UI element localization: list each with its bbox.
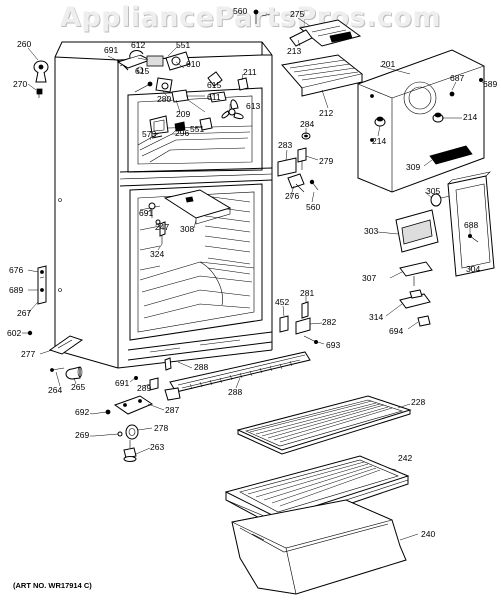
mid-components xyxy=(277,132,319,344)
callout-560: 560 xyxy=(306,202,321,212)
callout-610: 610 xyxy=(186,59,201,69)
left-hardware xyxy=(27,60,84,380)
callout-308: 308 xyxy=(180,224,195,234)
callout-615: 615 xyxy=(135,66,150,76)
callout-277: 277 xyxy=(21,349,36,359)
callout-260: 260 xyxy=(17,39,32,49)
art-number: (ART NO. WR17914 C) xyxy=(13,581,92,590)
callout-283: 283 xyxy=(278,140,293,150)
watermark: AppliancePartsPros.com xyxy=(59,2,442,33)
callout-288: 288 xyxy=(228,387,243,397)
callout-691: 691 xyxy=(115,378,130,388)
callout-573: 573 xyxy=(142,129,157,139)
bottom-hardware xyxy=(91,351,311,462)
callout-694: 694 xyxy=(389,326,404,336)
callout-228: 228 xyxy=(411,397,426,407)
callout-211: 211 xyxy=(243,67,257,77)
callout-267: 267 xyxy=(17,308,32,318)
callout-201: 201 xyxy=(381,59,396,69)
callout-279: 279 xyxy=(319,156,334,166)
callout-209: 209 xyxy=(176,109,191,119)
callout-247: 247 xyxy=(155,222,170,232)
callout-676: 676 xyxy=(9,265,24,275)
leader-lines xyxy=(22,13,486,541)
callout-611: 611 xyxy=(207,92,221,102)
callout-265: 265 xyxy=(71,382,86,392)
callout-289: 289 xyxy=(137,383,152,393)
callout-691: 691 xyxy=(104,45,119,55)
callout-602: 602 xyxy=(7,328,22,338)
callout-214: 214 xyxy=(372,136,387,146)
freezer-shelf-parts xyxy=(148,189,232,244)
callout-242: 242 xyxy=(398,453,413,463)
callout-324: 324 xyxy=(150,249,165,259)
callout-270: 270 xyxy=(13,79,28,89)
callout-452: 452 xyxy=(275,297,290,307)
callout-314: 314 xyxy=(369,312,384,322)
right-components xyxy=(395,171,495,327)
evaporator-fan xyxy=(221,99,244,120)
callout-613: 613 xyxy=(246,101,261,111)
callout-264: 264 xyxy=(48,385,63,395)
callout-284: 284 xyxy=(300,119,315,129)
callout-693: 693 xyxy=(326,340,341,350)
callout-691: 691 xyxy=(139,208,154,218)
glass-shelf xyxy=(236,395,412,455)
callout-612: 612 xyxy=(131,40,146,50)
callout-689: 689 xyxy=(9,285,24,295)
callout-269: 269 xyxy=(75,430,90,440)
callout-304: 304 xyxy=(466,264,481,274)
callout-288: 288 xyxy=(194,362,209,372)
callout-282: 282 xyxy=(322,317,337,327)
callout-214: 214 xyxy=(463,112,478,122)
callout-689: 689 xyxy=(483,79,498,89)
callout-276: 276 xyxy=(285,191,300,201)
callout-551: 551 xyxy=(190,124,205,134)
callout-280: 280 xyxy=(157,94,172,104)
callout-275: 275 xyxy=(290,9,305,19)
callout-615: 615 xyxy=(207,80,222,90)
crisper-drawer xyxy=(231,499,407,595)
callout-692: 692 xyxy=(75,407,90,417)
callout-305: 305 xyxy=(426,186,441,196)
evaporator-cover-parts xyxy=(237,9,485,193)
callout-296: 296 xyxy=(175,128,190,138)
callout-281: 281 xyxy=(300,288,315,298)
callout-560: 560 xyxy=(233,6,248,16)
callout-688: 688 xyxy=(464,220,479,230)
callout-287: 287 xyxy=(165,405,180,415)
callout-309: 309 xyxy=(406,162,421,172)
callout-278: 278 xyxy=(154,423,169,433)
callout-263: 263 xyxy=(150,442,165,452)
callout-551: 551 xyxy=(176,40,191,50)
callout-307: 307 xyxy=(362,273,377,283)
callout-213: 213 xyxy=(287,46,302,56)
callout-212: 212 xyxy=(319,108,334,118)
callout-687: 687 xyxy=(450,73,465,83)
callout-240: 240 xyxy=(421,529,436,539)
callout-303: 303 xyxy=(364,226,379,236)
